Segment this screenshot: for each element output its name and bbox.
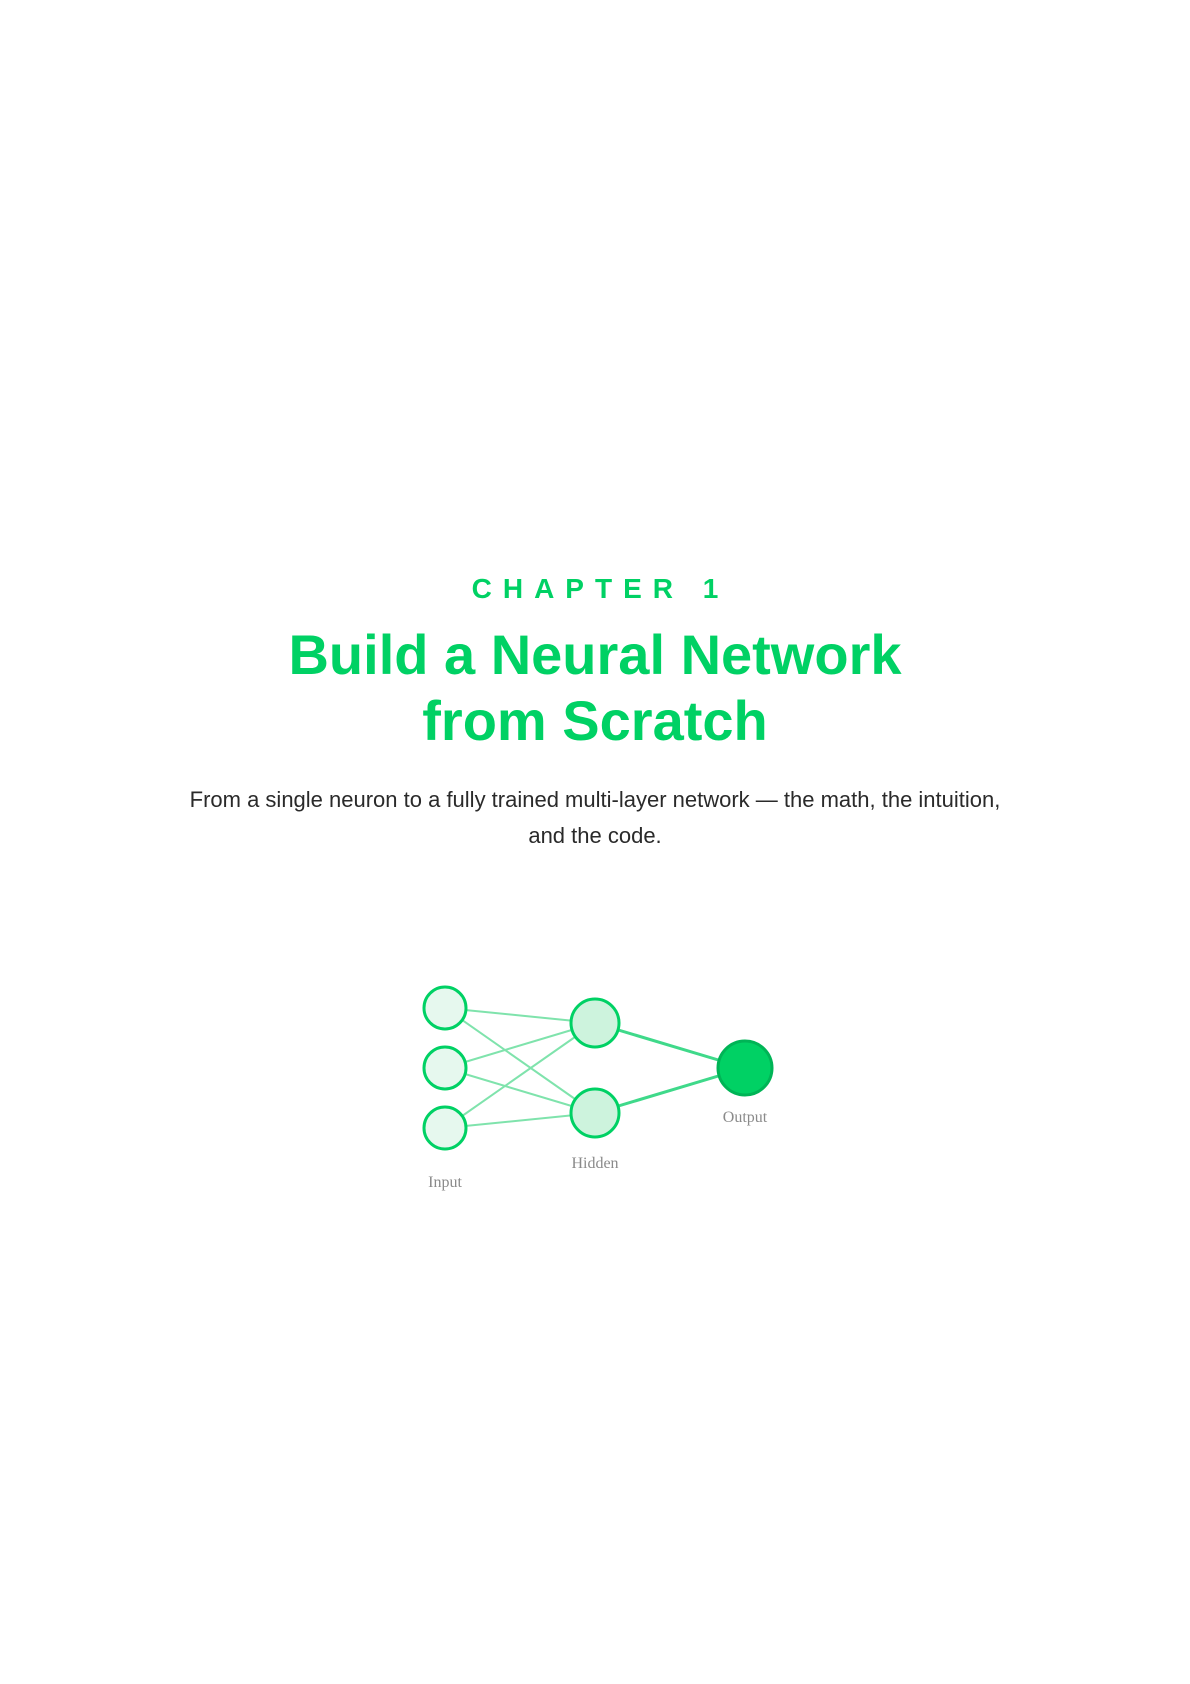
edge-i1-h2 (444, 1007, 596, 1114)
output-node (716, 1039, 774, 1097)
edge-i2-h2 (444, 1067, 596, 1114)
edge-i3-h1 (444, 1022, 596, 1129)
edge-i2-h1 (444, 1022, 596, 1069)
output-layer: Output (716, 1039, 774, 1126)
hidden-node-1 (569, 997, 621, 1049)
edges-hidden-output (594, 1021, 746, 1115)
hidden-layer-label: Hidden (571, 1155, 618, 1172)
hidden-layer: Hidden (569, 997, 621, 1172)
edge-i1-h1 (444, 1007, 596, 1024)
edge-h1-o1 (594, 1021, 746, 1070)
input-node-1 (422, 985, 468, 1031)
hidden-node-2 (569, 1087, 621, 1139)
chapter-title: Build a Neural Network from Scratch (0, 622, 1190, 754)
input-layer: Input (422, 985, 468, 1191)
edge-i3-h2 (444, 1112, 596, 1129)
input-layer-label: Input (428, 1174, 462, 1191)
edges-input-hidden (444, 1007, 596, 1129)
chapter-subtitle: From a single neuron to a fully trained … (189, 787, 1001, 848)
edge-h2-o1 (594, 1066, 746, 1115)
chapter-title-line-2: from Scratch (422, 689, 768, 752)
input-node-2 (422, 1045, 468, 1091)
input-node-3 (422, 1105, 468, 1151)
output-layer-label: Output (723, 1109, 768, 1126)
chapter-label: CHAPTER 1 (471, 573, 730, 604)
chapter-title-line-1: Build a Neural Network (288, 623, 902, 686)
